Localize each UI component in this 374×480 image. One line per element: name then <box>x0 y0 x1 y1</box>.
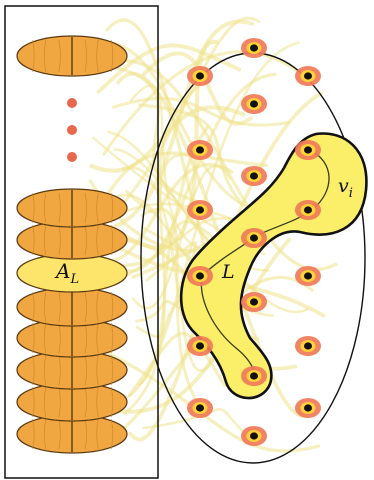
graph-vertex <box>241 366 267 386</box>
graph-vertex <box>241 426 267 446</box>
graph-vertex <box>295 266 321 286</box>
graph-vertex <box>295 200 321 220</box>
disk-top <box>17 36 127 76</box>
ellipsis-dot <box>67 98 77 108</box>
graph-vertex <box>187 336 213 356</box>
graph-vertex <box>187 66 213 86</box>
disk-stack <box>17 189 127 453</box>
graph-vertex <box>241 166 267 186</box>
ellipsis-dot <box>67 152 77 162</box>
graph-vertex <box>187 200 213 220</box>
graph-vertex <box>187 398 213 418</box>
graph-vertex <box>241 94 267 114</box>
graph-vertex <box>241 38 267 58</box>
graph-vertex <box>241 292 267 312</box>
disk-stack-1 <box>17 189 127 227</box>
ellipsis-dot <box>67 125 77 135</box>
graph-vertex <box>241 228 267 248</box>
graph-vertex <box>295 66 321 86</box>
graph-vertex <box>187 266 213 286</box>
disk-stack-4 <box>17 288 127 326</box>
graph-vertex <box>295 336 321 356</box>
graph-vertex <box>187 140 213 160</box>
graph-vertex <box>295 140 321 160</box>
disk-top-1 <box>17 36 127 76</box>
graph-vertex <box>295 398 321 418</box>
ellipsis-dots <box>67 98 77 162</box>
label-path: L <box>221 261 235 283</box>
